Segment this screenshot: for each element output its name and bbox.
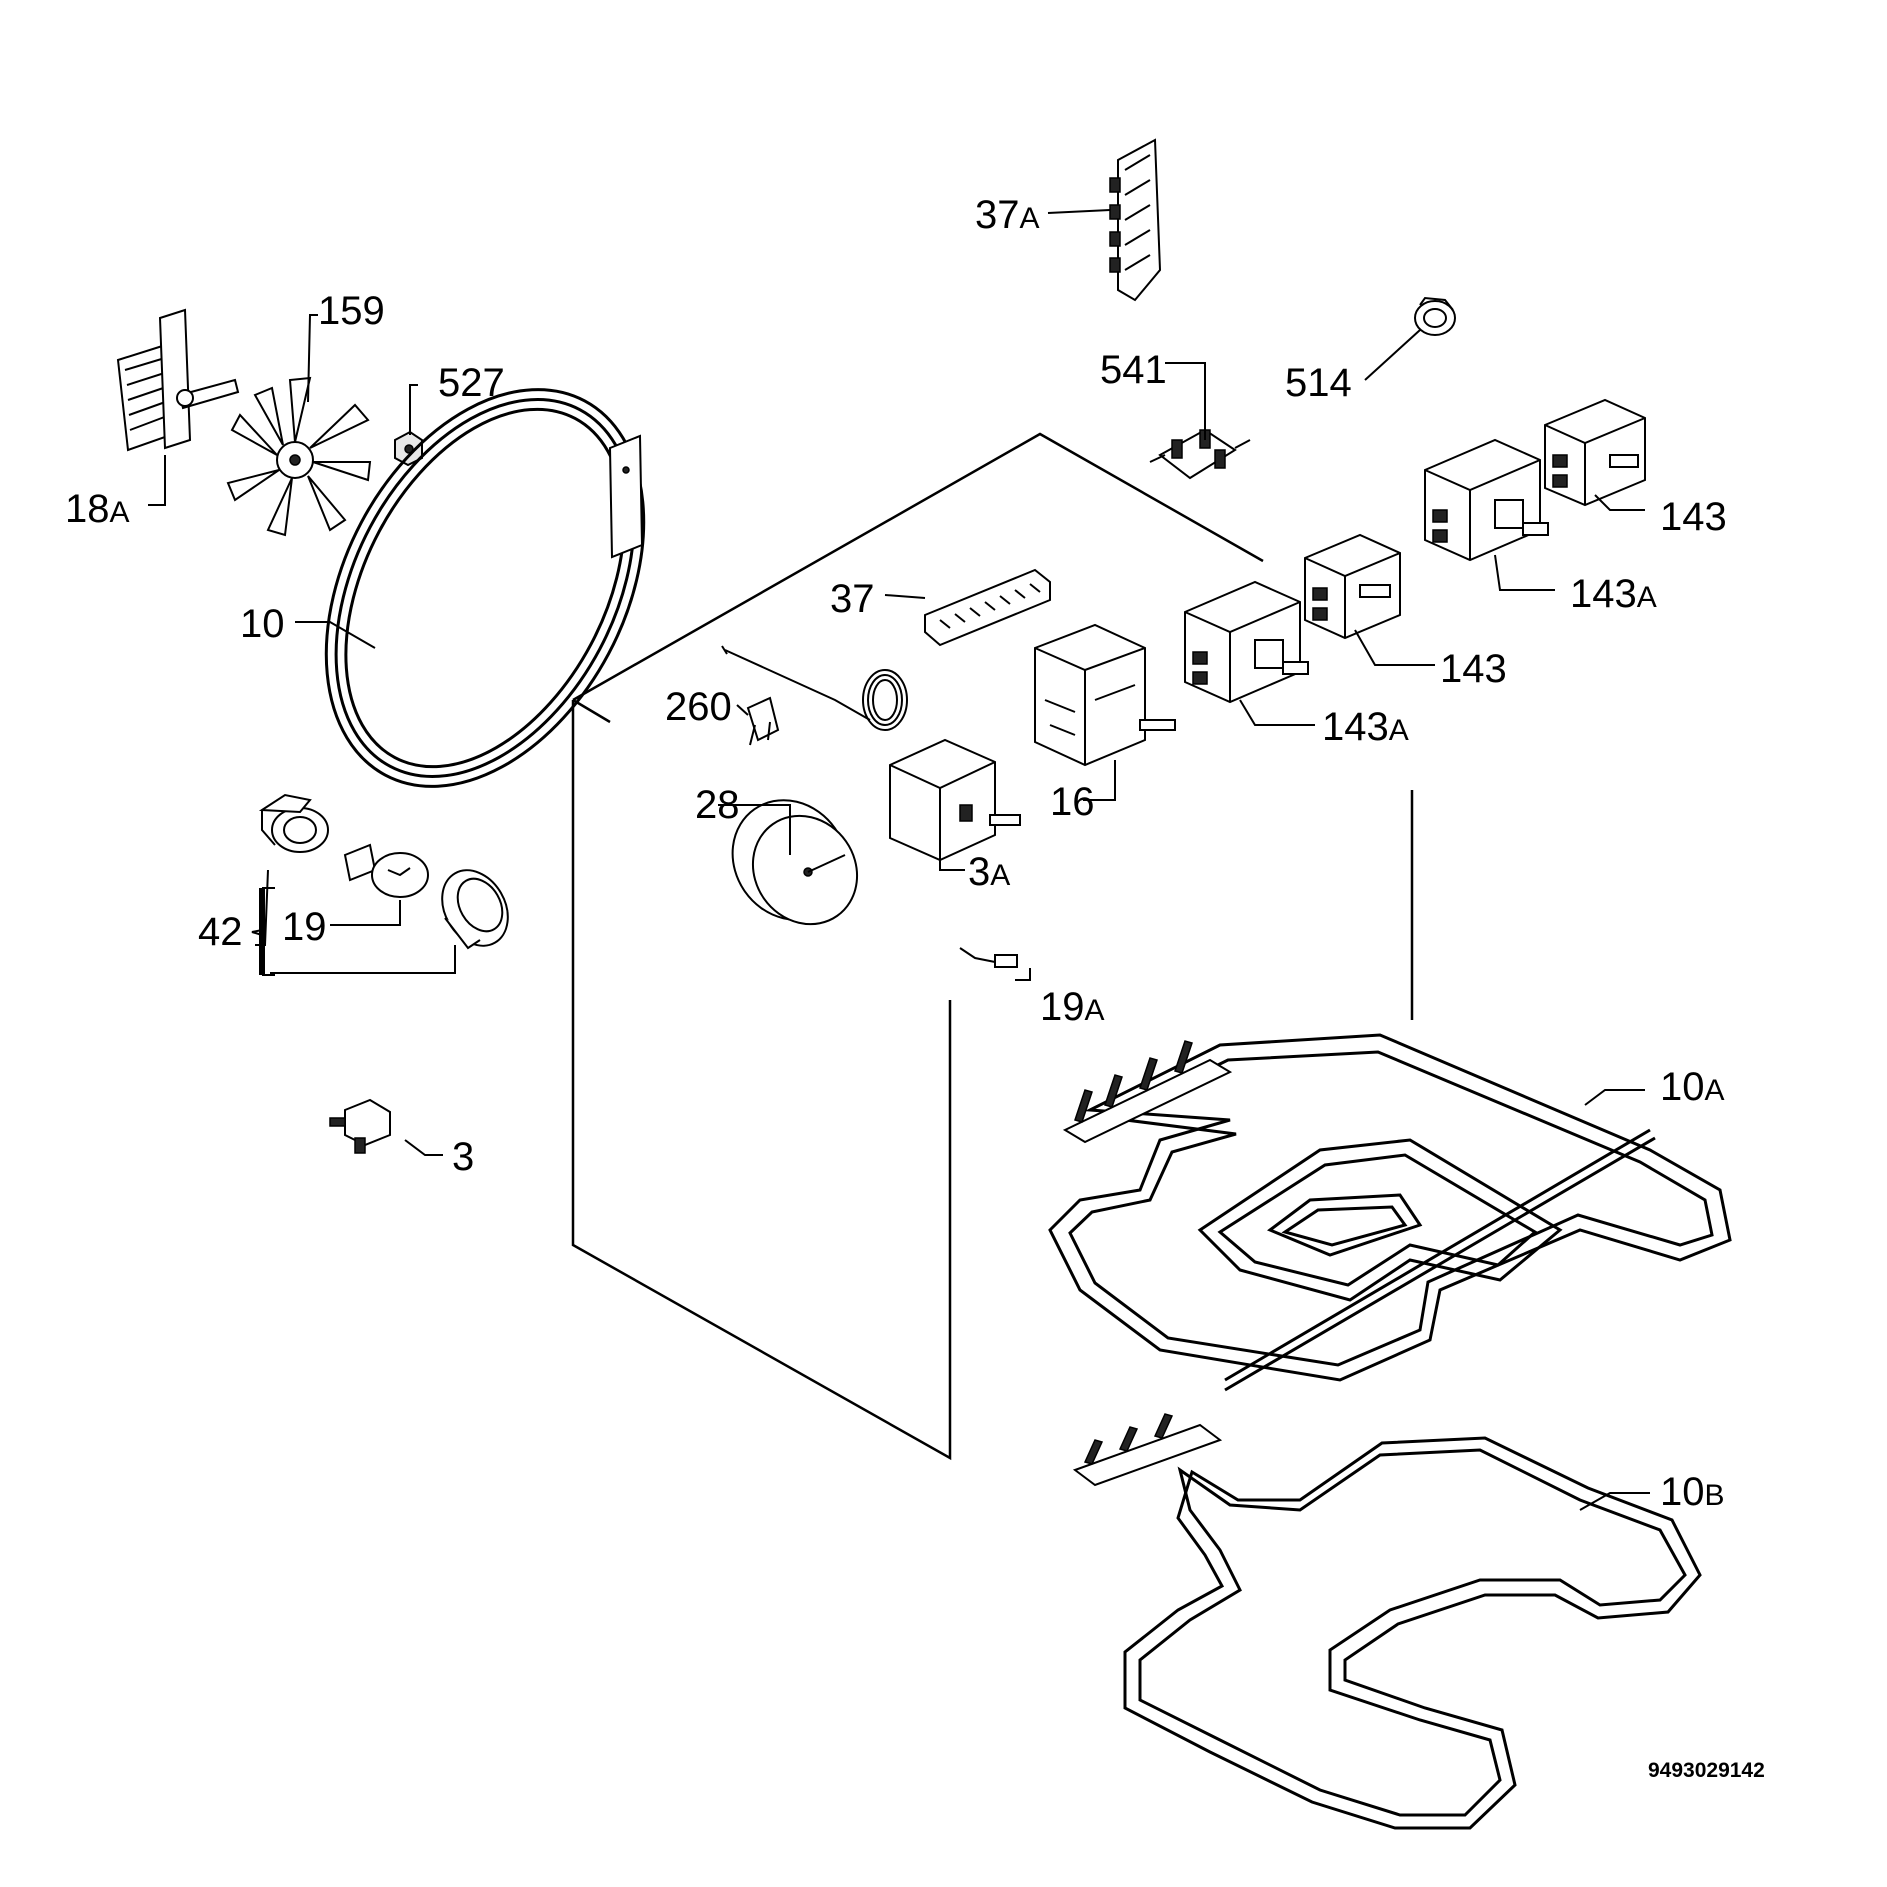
label-143-top: 143 [1660,495,1727,539]
label-514: 514 [1285,361,1352,405]
label-42: 42 [198,910,243,954]
grill-element-10a [1048,1033,1732,1392]
part-3 [329,1098,391,1154]
oven-cabinet [571,432,1414,1461]
label-16: 16 [1050,780,1095,824]
lamp-holder [258,793,329,853]
switch-143a-top [1424,438,1549,562]
label-143a-top: 143A [1570,572,1657,616]
switch-143-middle [1304,533,1401,640]
lamp-bulb-19 [343,843,429,898]
label-143a-middle: 143A [1322,705,1409,749]
label-37: 37 [830,577,875,621]
switch-143a-middle [1184,580,1309,704]
label-18a: 18A [65,487,130,531]
grommet-514 [1414,296,1456,336]
label-527: 527 [438,361,505,405]
label-541: 541 [1100,348,1167,392]
label-143-middle: 143 [1440,647,1507,691]
label-19a: 19A [1040,985,1105,1029]
label-10b: 10B [1660,1470,1725,1514]
label-28: 28 [695,783,740,827]
bracket-42 [251,887,275,976]
thermal-fuse-541 [1149,428,1251,480]
lamp-cover [441,869,509,950]
label-3a: 3A [968,850,1010,894]
leader-lines [148,209,1650,1511]
connector-19a [959,947,1018,968]
label-260: 260 [665,685,732,729]
circular-heating-element-10 [324,388,646,788]
label-3: 3 [452,1135,474,1179]
fan-motor-18a [116,308,240,452]
thermostat-3a [721,645,1021,862]
label-19: 19 [282,905,327,949]
fan-blade-159 [226,376,372,537]
timer-28 [731,799,859,926]
label-37a: 37A [975,193,1040,237]
document-number: 9493029142 [1648,1759,1765,1782]
clip-260 [746,696,780,746]
part-labels: 37A 159 527 541 514 18A 143 143A 10 37 1… [65,193,1765,1782]
terminal-block-37 [924,568,1051,647]
terminal-block-37a [1109,138,1162,302]
switch-143-top [1544,398,1646,507]
selector-switch-16 [1034,623,1176,767]
label-10a: 10A [1660,1065,1725,1109]
label-159: 159 [318,289,385,333]
bottom-element-10b [1072,1413,1702,1830]
label-10: 10 [240,602,285,646]
